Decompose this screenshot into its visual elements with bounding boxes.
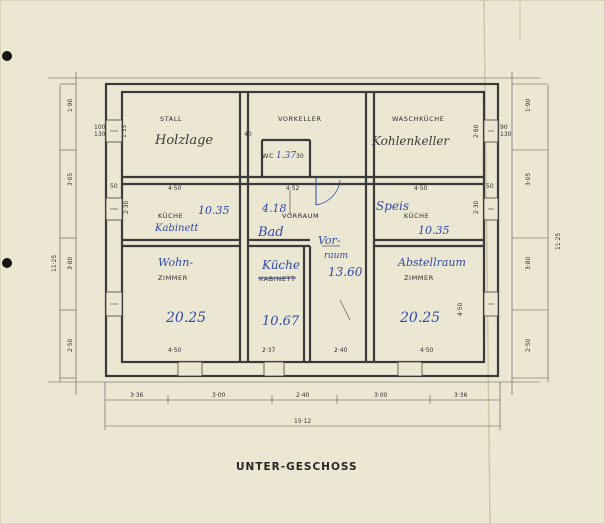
dim-small-3: 2·30: [473, 200, 480, 214]
dim-bottom-chain-5: 3·36: [454, 392, 468, 399]
room-label-zimmer-right: ZIMMER: [404, 274, 434, 282]
dim-top-row-3: 4·50: [414, 185, 428, 192]
win-dim-2: 130: [94, 131, 106, 138]
dim-top-row-1: 4·50: [168, 185, 182, 192]
door-swings: [289, 177, 351, 321]
dim-right-chain-1: 1·90: [525, 98, 532, 112]
room-hand-abstellraum: Abstellraum: [397, 256, 466, 269]
room-label-stall: STALL: [160, 115, 182, 123]
room-label-waschkueche: WASCHKÜCHE: [392, 114, 444, 123]
room-area-wohnzimmer: 20.25: [165, 310, 206, 326]
dim-top-row-2: 4·52: [286, 185, 300, 192]
room-area-vorraum: 4.18: [261, 202, 287, 215]
paper-fold-line: [483, 0, 491, 524]
win-dim-5: 40: [244, 131, 252, 138]
room-label-vorkeller: VORKELLER: [278, 115, 322, 123]
punch-hole-top: [2, 51, 12, 61]
win-dim-6: 30: [296, 153, 304, 160]
dim-bottom-row-4: 4·50: [420, 347, 434, 354]
dim-small-4: 2·80: [473, 124, 480, 138]
dimension-grid: [48, 72, 549, 430]
win-dim-4: 130: [500, 131, 512, 138]
win-dim-3: 90: [500, 124, 508, 131]
dim-bottom-chain-2: 3·00: [212, 392, 226, 399]
windows: [105, 119, 499, 377]
dim-bottom-chain-4: 3·00: [374, 392, 388, 399]
room-area-kabinett: 10.67: [262, 314, 300, 329]
win-dim-1: 100: [94, 124, 106, 131]
dim-left-chain-4: 2·50: [67, 338, 74, 352]
plan-caption: UNTER-GESCHOSS: [236, 461, 358, 473]
win-dim-8: 50: [486, 183, 494, 190]
room-area-kueche-left: 10.35: [198, 204, 230, 217]
dim-right-chain-3: 3·80: [525, 256, 532, 270]
dim-right-chain-2: 3·05: [525, 172, 532, 186]
room-hand-wohnzimmer: Wohn-: [158, 256, 193, 269]
room-hand-kueche-left: Kabinett: [154, 223, 199, 234]
room-hand-waschkueche: Kohlenkeller: [371, 134, 450, 148]
dim-right-total: 11·25: [555, 233, 562, 250]
room-area-speis: 10.35: [418, 224, 450, 237]
interior-walls: [122, 92, 484, 362]
room-label-kabinett: KABINETT: [259, 275, 296, 283]
room-label-wc: WC: [262, 152, 274, 160]
dim-bottom-row-3: 2·40: [334, 347, 348, 354]
dim-left-chain-2: 3·05: [67, 172, 74, 186]
dim-small-2: 1·35: [121, 124, 128, 138]
room-label-vorraum: VORRAUM: [282, 212, 319, 220]
dim-bottom-chain-1: 3·36: [130, 392, 144, 399]
dim-bottom-row-1: 4·50: [168, 347, 182, 354]
room-label-kueche-right: KÜCHE: [404, 211, 429, 220]
dim-left-chain-3: 3·80: [67, 256, 74, 270]
dim-left-total: 11·25: [51, 255, 58, 272]
win-dim-7: 50: [110, 183, 118, 190]
room-hand-stall: Holzlage: [154, 133, 213, 148]
dim-small-1: 2·30: [123, 200, 130, 214]
room-hand-kabinett: Küche: [261, 258, 300, 272]
hand-vorraum-area: 13.60: [328, 265, 363, 279]
punch-hole-middle: [2, 258, 12, 268]
dim-small-5: 4·50: [457, 302, 464, 316]
room-label-wohnzimmer: ZIMMER: [158, 274, 188, 282]
room-hand-speis: Speis: [376, 199, 409, 213]
hand-vorraum-line1: Vor-: [318, 234, 341, 247]
dim-right-chain-4: 2·50: [525, 338, 532, 352]
room-label-kueche-left: KÜCHE: [158, 211, 183, 220]
room-hand-vorraum: Bad: [257, 225, 284, 240]
room-hand-wc: 1.37: [276, 151, 296, 161]
dim-bottom-row-2: 2·37: [262, 347, 276, 354]
dim-left-chain-1: 1·90: [67, 98, 74, 112]
dim-bottom-chain-3: 2·40: [296, 392, 310, 399]
dim-total-width: 15·12: [294, 418, 311, 425]
hand-vorraum-line2: raum: [324, 251, 348, 261]
room-area-abstellraum: 20.25: [399, 310, 440, 326]
